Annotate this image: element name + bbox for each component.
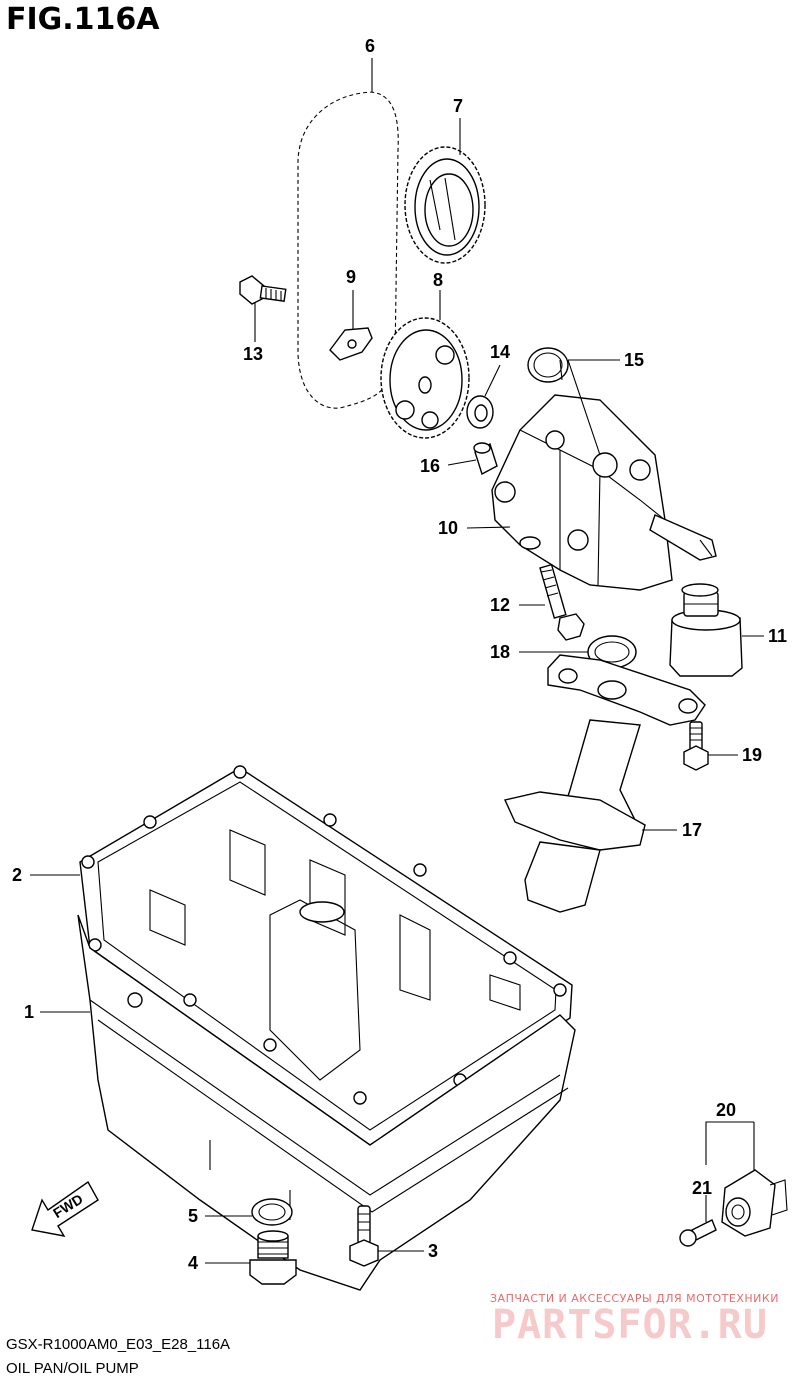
bolt-19 [683, 721, 709, 771]
callout-5: 5 [188, 1206, 198, 1226]
gasket-bolt-holes [81, 765, 567, 1105]
callout-13: 13 [243, 344, 263, 364]
model-code: GSX-R1000AM0_E03_E28_116A [6, 1336, 231, 1353]
oil-pressure-regulator [669, 583, 743, 677]
callout-18: 18 [490, 642, 510, 662]
callout-1: 1 [24, 1002, 34, 1022]
callout-4: 4 [188, 1253, 198, 1273]
cam-sprocket [404, 146, 486, 264]
callout-8: 8 [433, 270, 443, 290]
washer-14 [466, 395, 494, 429]
callout-20: 20 [716, 1100, 736, 1120]
oil-pressure-switch [721, 1169, 788, 1237]
oil-pan-gasket [79, 765, 573, 1146]
section-name: OIL PAN/OIL PUMP [6, 1360, 139, 1377]
callout-6: 6 [365, 36, 375, 56]
oil-pump-assy [491, 394, 717, 591]
drain-plug [249, 1230, 297, 1285]
callout-21: 21 [692, 1178, 712, 1198]
callout-11: 11 [768, 626, 787, 646]
dowel-pin-16 [473, 442, 498, 476]
callout-12: 12 [490, 595, 510, 615]
callout-16: 16 [420, 456, 440, 476]
drain-plug-gasket [251, 1198, 293, 1226]
oil-pan [77, 829, 576, 1291]
callout-19: 19 [742, 745, 762, 765]
chain-guide [329, 327, 373, 361]
bolt-3 [349, 1205, 379, 1267]
figure-title: FIG.116A [6, 2, 160, 37]
cam-chain [296, 89, 401, 411]
fwd-arrow: FWD [31, 1180, 99, 1237]
callout-10: 10 [438, 518, 458, 538]
callout-labels: 6 7 8 9 13 14 15 16 10 12 11 18 19 17 2 … [12, 36, 787, 1273]
watermark-logo: PARTSFOR.RU [492, 1302, 768, 1348]
oil-strainer [504, 654, 706, 913]
callout-9: 9 [346, 267, 356, 287]
o-ring-15 [527, 347, 569, 383]
callout-17: 17 [682, 820, 702, 840]
callout-3: 3 [428, 1241, 438, 1261]
oil-pump-sprocket [380, 317, 470, 439]
callout-15: 15 [624, 350, 644, 370]
bolt-13 [239, 275, 287, 305]
callout-7: 7 [453, 96, 463, 116]
screw-21 [679, 1219, 717, 1247]
bolt-12 [539, 563, 585, 641]
callout-2: 2 [12, 865, 22, 885]
callout-14: 14 [490, 342, 510, 362]
watermark-tagline: ЗАПЧАСТИ И АКСЕССУАРЫ ДЛЯ МОТОТЕХНИКИ [490, 1292, 779, 1305]
leader-lines [30, 58, 764, 1264]
